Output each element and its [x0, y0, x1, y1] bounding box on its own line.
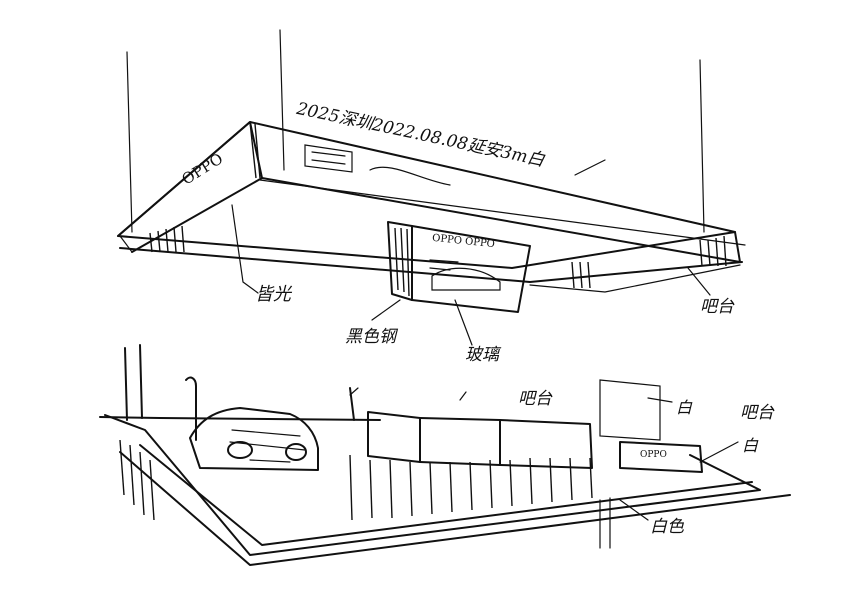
lower-note-3: 白	[742, 436, 759, 455]
lower-note-1: 白	[676, 398, 693, 417]
overhead-canopy	[117, 121, 746, 293]
column-note: 黑色钢	[345, 327, 396, 347]
counter-note: 吧台	[518, 389, 552, 409]
canopy-corner-hatch	[149, 121, 727, 289]
figures	[124, 344, 355, 441]
panel-note: 玻璃	[465, 345, 499, 365]
bar-note: 吧台	[700, 297, 734, 317]
hanging-panel	[387, 221, 531, 313]
car-sketch	[189, 407, 319, 471]
booth-platform	[99, 414, 791, 566]
platform-hatch	[119, 439, 593, 521]
leader-lines	[231, 159, 739, 521]
soffit-note: 皆光	[255, 284, 291, 305]
lower-note-2: 吧台	[740, 403, 774, 423]
display-counters	[349, 379, 703, 473]
floor-note: 白色	[650, 517, 684, 537]
construction-lines	[126, 29, 705, 233]
counter-sign: OPPO	[640, 450, 667, 460]
